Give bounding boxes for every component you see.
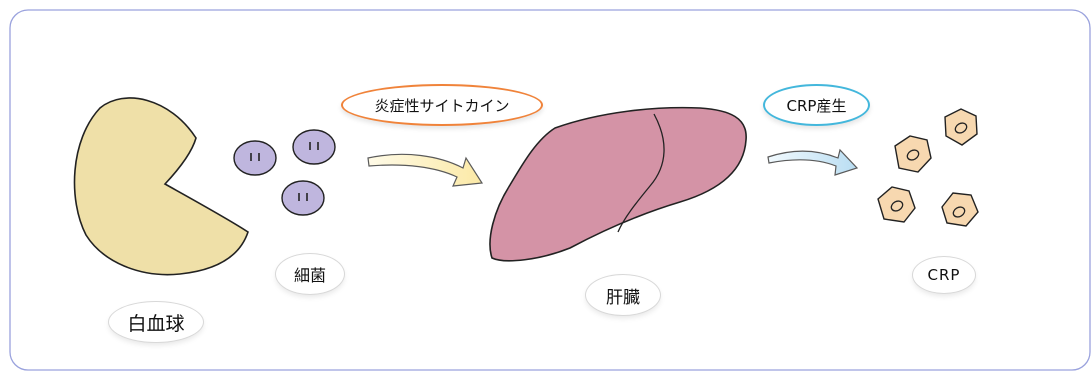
cytokine-label: 炎症性サイトカイン	[341, 84, 543, 126]
crp-cell-icon	[941, 192, 979, 227]
bacteria-group-icon	[233, 129, 336, 216]
crp-production-arrow-icon	[767, 148, 859, 176]
crp-cell-icon	[877, 186, 916, 223]
cytokine-arrow-icon	[367, 153, 484, 187]
white-blood-cell-icon	[73, 97, 249, 276]
crp-cell-icon	[894, 135, 932, 173]
crp-cell-icon	[944, 108, 978, 146]
crp-production-label: CRP産生	[763, 84, 870, 126]
bacterium-icon	[292, 129, 336, 165]
liver-label: 肝臓	[586, 275, 660, 315]
crp-label: CRP	[913, 257, 975, 293]
crp-cells-group-icon	[877, 108, 979, 227]
bacteria-label: 細菌	[276, 254, 344, 294]
white-blood-cell-label: 白血球	[109, 302, 203, 342]
liver-icon	[489, 106, 747, 262]
bacterium-icon	[233, 140, 277, 176]
bacterium-icon	[281, 180, 325, 216]
